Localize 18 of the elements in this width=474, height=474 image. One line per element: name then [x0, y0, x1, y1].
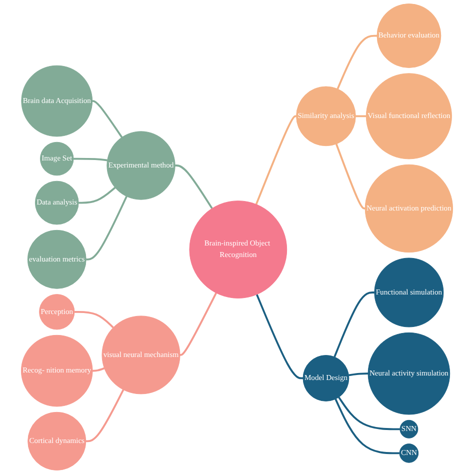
connector — [74, 310, 114, 328]
connector — [348, 372, 368, 376]
connector — [86, 196, 128, 260]
connector — [255, 115, 296, 205]
connector — [338, 396, 400, 430]
connector — [92, 100, 123, 138]
connector — [180, 292, 217, 356]
connector — [334, 292, 374, 358]
connector — [336, 34, 377, 90]
connector — [334, 398, 400, 454]
connector — [74, 158, 108, 162]
connector — [92, 367, 105, 372]
connector — [175, 164, 213, 209]
connector — [356, 115, 366, 118]
connector — [86, 389, 124, 442]
connector — [256, 294, 304, 380]
connector — [335, 144, 366, 210]
connector — [78, 186, 116, 204]
